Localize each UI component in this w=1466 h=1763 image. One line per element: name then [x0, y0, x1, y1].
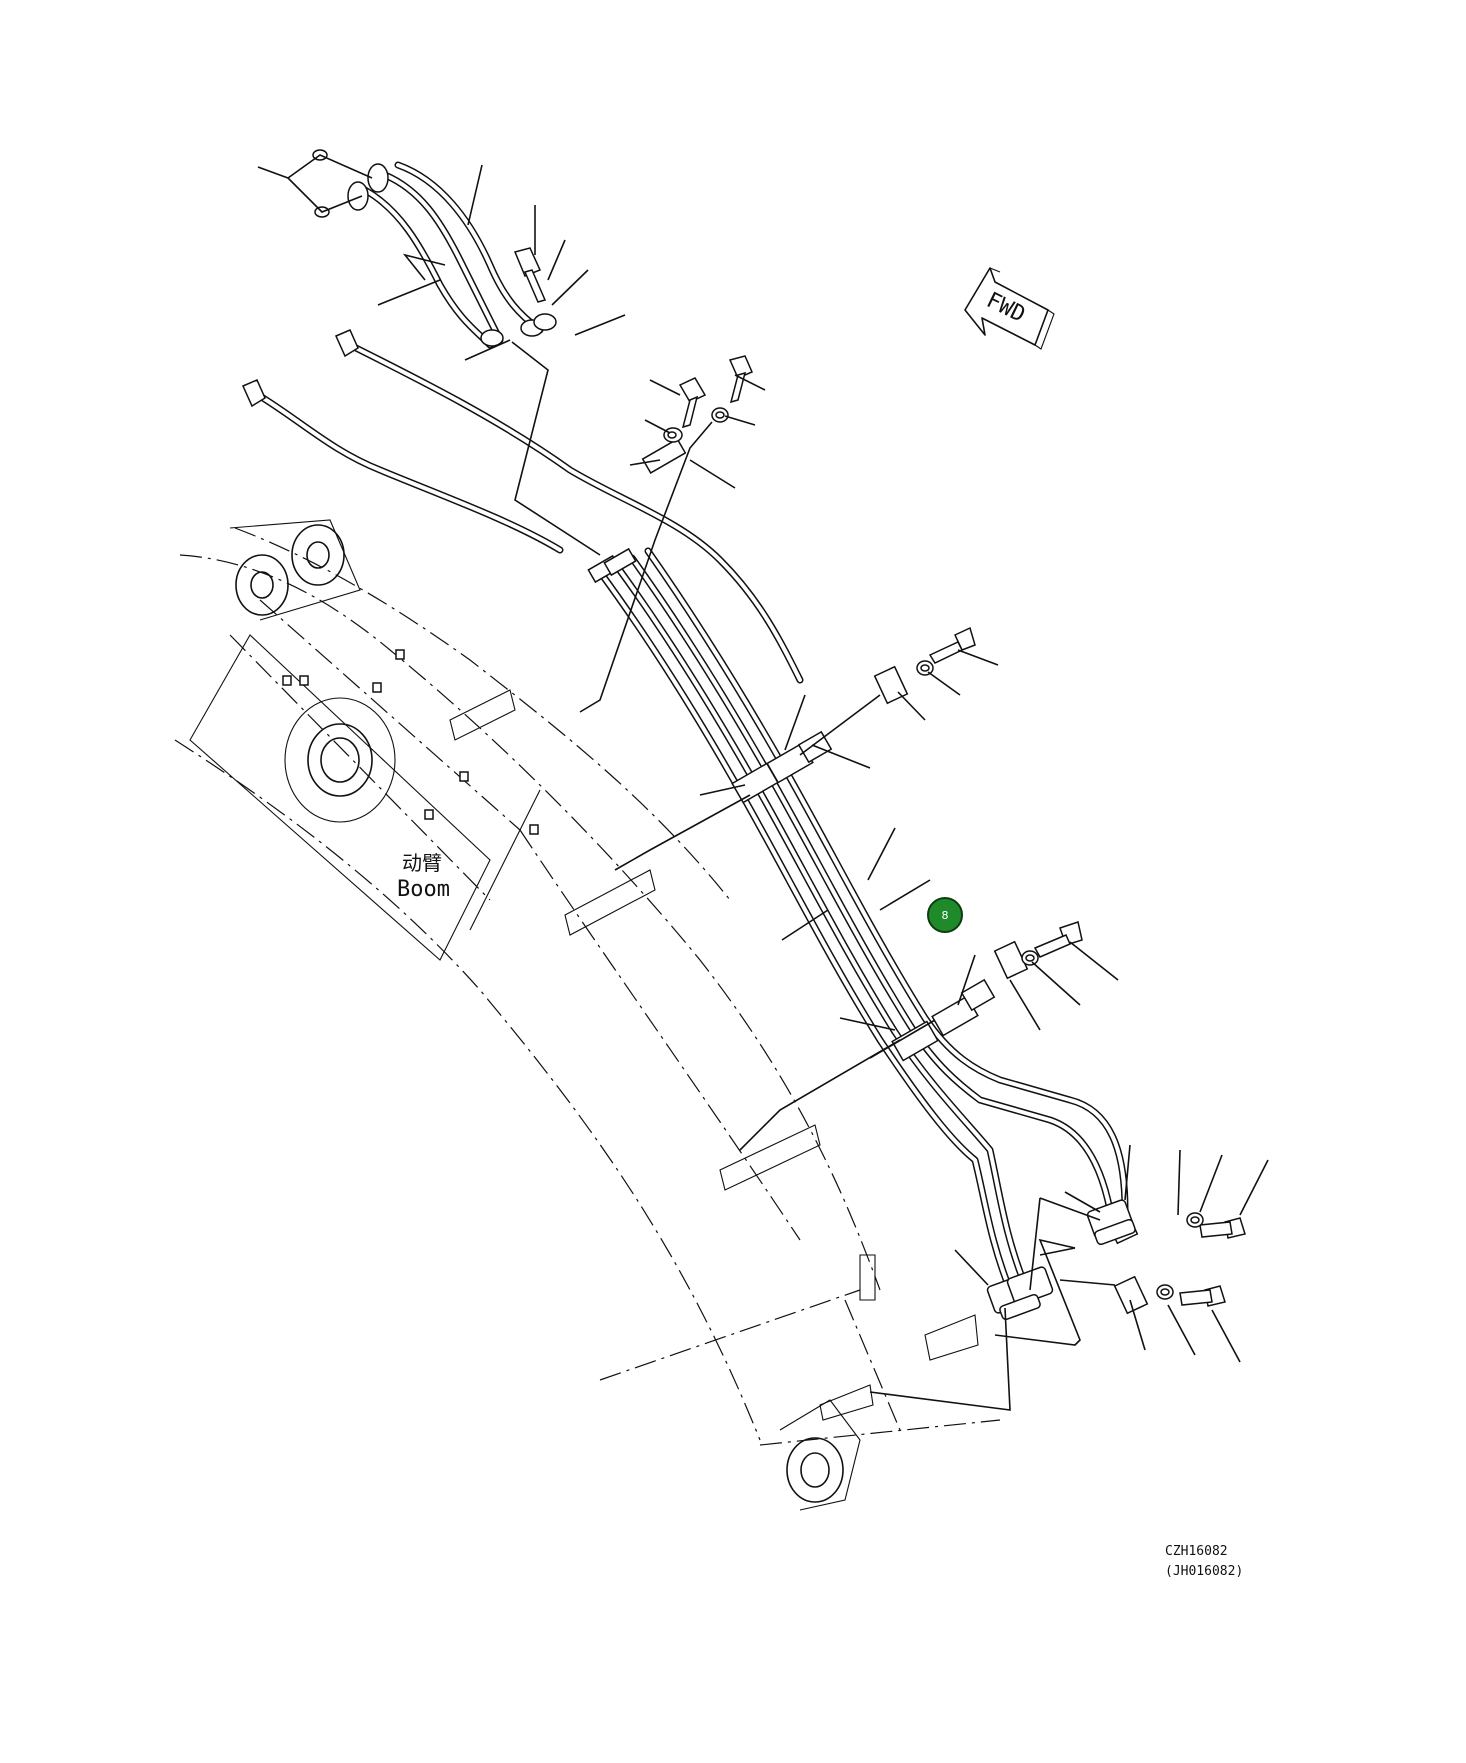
boom-nose-boss	[779, 1399, 861, 1511]
upper-hoses	[347, 161, 557, 349]
part-marker-number: 8	[942, 909, 949, 922]
boom-foot-bosses	[229, 519, 361, 621]
part-marker-circle[interactable]	[927, 897, 963, 933]
lower-fittings	[986, 1199, 1136, 1321]
leader-lines	[257, 154, 1269, 1411]
drawing-code: CZH16082	[1165, 1544, 1228, 1559]
steel-pipe-group	[596, 547, 1129, 1294]
boom-side-plate	[189, 634, 541, 961]
boom-label-chinese: 动臂	[402, 851, 442, 875]
pipe-clamps	[587, 438, 1149, 1315]
boom-center-boss	[284, 697, 396, 823]
part-marker-8[interactable]: 8	[927, 897, 963, 933]
o-rings	[312, 149, 330, 218]
boom-plate-bolts	[282, 649, 539, 835]
drawing-code-alt: (JH016082)	[1165, 1564, 1243, 1579]
bolts-and-washers	[513, 247, 1246, 1307]
boom-label-english: Boom	[397, 877, 450, 902]
forward-direction-arrow: FWD	[964, 267, 1055, 350]
thin-tubes	[242, 329, 804, 684]
boom-clamp-brackets	[449, 689, 979, 1421]
boom-outline	[174, 527, 1001, 1446]
